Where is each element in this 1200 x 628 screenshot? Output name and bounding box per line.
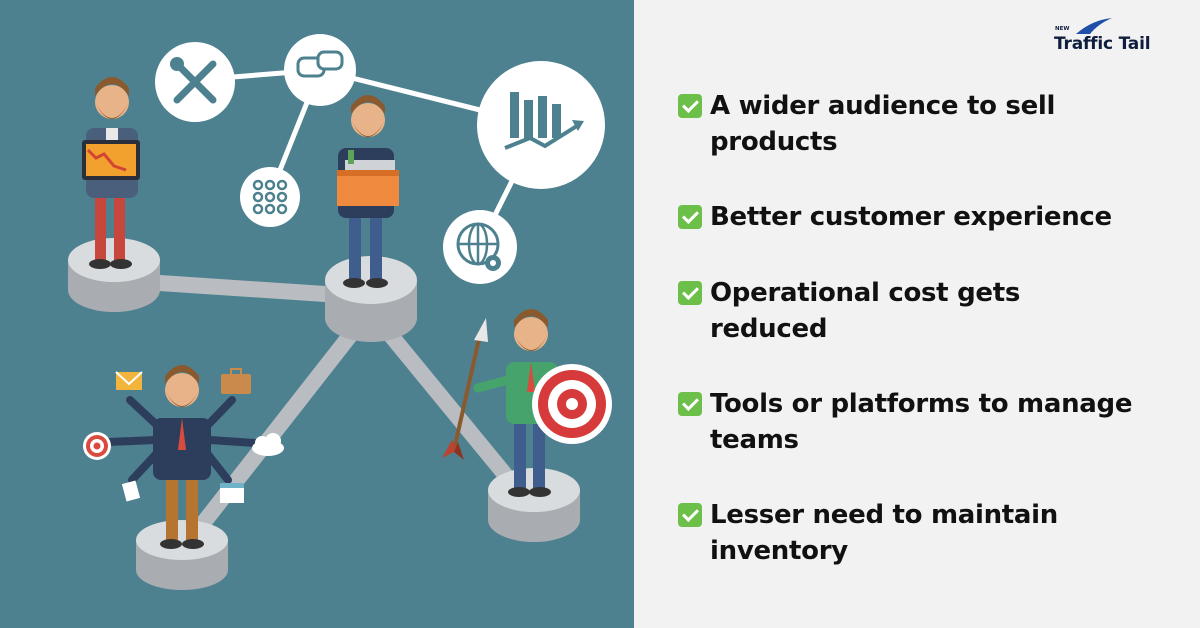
check-icon — [678, 281, 702, 305]
benefit-item: A wider audience to sell products — [678, 88, 1188, 160]
benefit-text: Lesser need to maintain inventory — [710, 500, 1058, 566]
benefit-text: Better customer experience — [710, 202, 1112, 232]
small-target-icon — [83, 432, 111, 460]
benefits-panel: NEW Traffic Tail A wider audience to sel… — [634, 0, 1200, 628]
check-icon — [678, 205, 702, 229]
mail-icon — [115, 371, 143, 390]
brand-name: Traffic Tail — [1054, 34, 1151, 54]
globe-gear-icon — [443, 210, 517, 284]
benefit-text: Operational cost gets reduced — [710, 278, 1021, 344]
person-multitask — [104, 365, 259, 549]
person-tablet — [82, 77, 140, 269]
document-icon — [121, 480, 141, 502]
check-icon — [678, 503, 702, 527]
business-network-illustration — [0, 0, 634, 628]
brand-badge: NEW — [1055, 26, 1070, 32]
platform-3 — [136, 520, 228, 590]
tools-icon — [155, 42, 235, 122]
calendar-icon — [220, 483, 244, 503]
growth-chart-icon — [477, 61, 605, 189]
person-box — [337, 95, 399, 288]
benefit-item: Better customer experience — [678, 199, 1188, 235]
illustration-canvas — [68, 34, 612, 590]
chat-icon — [284, 34, 356, 106]
benefit-item: Lesser need to maintain inventory — [678, 497, 1188, 569]
swoosh-icon — [1076, 18, 1112, 34]
cloud-icon — [252, 433, 284, 456]
benefit-text: A wider audience to sell products — [710, 91, 1056, 157]
check-icon — [678, 94, 702, 118]
check-icon — [678, 392, 702, 416]
benefit-item: Operational cost gets reduced — [678, 275, 1188, 347]
platform-4 — [488, 468, 580, 542]
benefit-item: Tools or platforms to manage teams — [678, 386, 1188, 458]
brand-logo[interactable]: NEW Traffic Tail — [1054, 16, 1166, 60]
network-icon — [240, 167, 300, 227]
benefit-text: Tools or platforms to manage teams — [710, 389, 1133, 455]
briefcase-icon — [221, 368, 251, 394]
target-icon — [532, 364, 612, 444]
benefits-list: A wider audience to sell products Better… — [678, 88, 1188, 608]
arrow-icon — [442, 318, 488, 460]
